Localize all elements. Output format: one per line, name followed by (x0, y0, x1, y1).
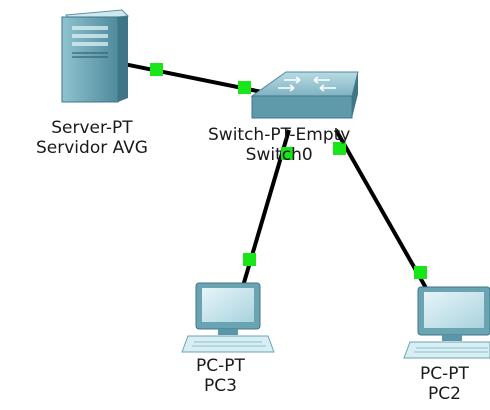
switch-model: Switch-PT-Empty (208, 125, 351, 145)
port-up-indicator (150, 63, 163, 76)
server-name: Servidor AVG (36, 138, 148, 158)
pc3-label: PC-PT PC3 (196, 356, 245, 396)
server-model: Server-PT (51, 118, 133, 138)
port-up-indicator (281, 147, 294, 160)
server-label: Server-PT Servidor AVG (36, 118, 148, 158)
port-up-indicator (333, 142, 346, 155)
port-up-indicator (243, 253, 256, 266)
pc2-name: PC2 (427, 384, 461, 404)
pc2-model: PC-PT (420, 364, 469, 384)
pc3-icon[interactable] (181, 282, 275, 353)
pc2-label: PC-PT PC2 (420, 364, 469, 404)
pc3-model: PC-PT (196, 356, 245, 376)
switch-label: Switch-PT-Empty Switch0 (208, 125, 350, 165)
port-indicators (150, 63, 427, 279)
switch-icon[interactable] (250, 71, 359, 119)
switch-name: Switch0 (245, 145, 313, 165)
server-icon[interactable] (61, 9, 130, 103)
pc2-icon[interactable] (403, 286, 490, 359)
pc3-name: PC3 (203, 376, 237, 396)
port-up-indicator (414, 266, 427, 279)
link-switch-pc2[interactable] (334, 129, 428, 289)
port-up-indicator (238, 81, 251, 94)
